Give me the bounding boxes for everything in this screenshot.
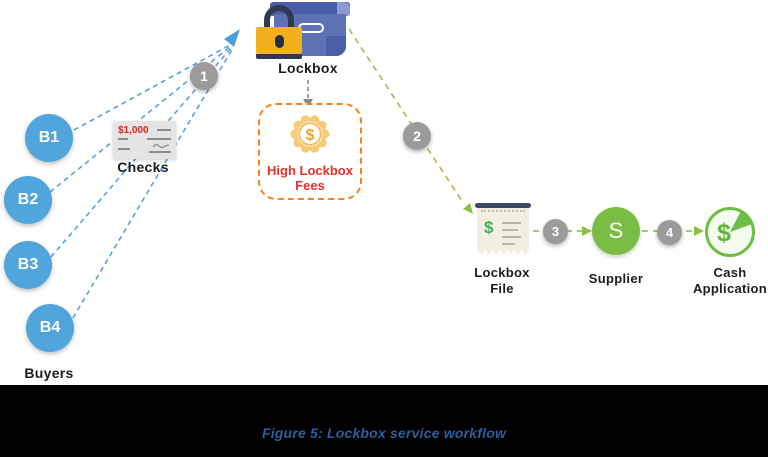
buyer-b1-line <box>73 44 231 131</box>
padlock-keyhole-icon <box>275 35 284 48</box>
cash-application-label: Cash Application <box>690 265 768 297</box>
lockbox-file-icon: $ <box>475 203 531 259</box>
badge-dollar-glyph: $ <box>306 127 315 144</box>
step2-arrowhead <box>463 203 473 214</box>
lockbox-label: Lockbox <box>278 60 338 76</box>
buyer-b4-line <box>72 47 234 319</box>
check-line <box>157 129 171 131</box>
step4-arrowhead <box>694 226 704 236</box>
high-fees-line2: Fees <box>295 178 325 193</box>
check-line <box>149 151 171 153</box>
receipt-line <box>502 236 521 238</box>
cash-application-icon: $ <box>705 207 755 257</box>
pie-wedge <box>730 211 753 232</box>
supplier-label: Supplier <box>588 271 644 286</box>
cash-application-line1: Cash <box>713 265 747 280</box>
step-3-number: 3 <box>551 224 560 239</box>
check-line <box>147 138 171 140</box>
receipt-perforation <box>481 210 525 212</box>
check-signature <box>152 144 170 149</box>
lockbox-icon <box>256 2 350 60</box>
cash-application-line2: Application <box>692 281 768 296</box>
buyer-b1-label: B1 <box>38 129 60 146</box>
check-line <box>118 148 130 150</box>
figure-caption: Figure 5: Lockbox service workflow <box>261 425 507 441</box>
step-1-number: 1 <box>200 68 208 84</box>
check-line <box>118 138 128 140</box>
step-1-badge: 1 <box>190 62 218 90</box>
receipt-line <box>502 243 515 245</box>
lockbox-shade <box>326 36 346 56</box>
step-3-badge: 3 <box>543 219 568 244</box>
blue-arrowhead <box>224 29 240 47</box>
check-amount: $1,000 <box>118 125 149 136</box>
step-4-badge: 4 <box>657 220 682 245</box>
cash-dollar-glyph: $ <box>717 219 731 247</box>
high-fees-text: High Lockbox Fees <box>250 163 370 193</box>
buyer-node-b4: B4 <box>26 304 74 352</box>
buyer-node-b1: B1 <box>25 114 73 162</box>
buyer-node-b3: B3 <box>4 241 52 289</box>
step2-line <box>348 28 465 205</box>
checks-label: Checks <box>117 159 169 175</box>
buyer-node-b2: B2 <box>4 176 52 224</box>
padlock-base <box>256 54 302 59</box>
dollar-badge-icon: $ <box>290 115 330 153</box>
step3-arrowhead <box>582 226 592 236</box>
step-4-number: 4 <box>665 225 674 240</box>
padlock-shackle-icon <box>264 5 294 35</box>
lockbox-file-label: Lockbox File <box>462 265 542 297</box>
receipt-top-bar <box>475 203 531 208</box>
buyer-b2-label: B2 <box>17 191 39 208</box>
supplier-node: S <box>592 207 640 255</box>
buyers-group-label: Buyers <box>24 365 74 381</box>
supplier-initial: S <box>608 218 624 243</box>
lockbox-file-line1: Lockbox <box>474 265 530 280</box>
check-icon: $1,000 <box>113 121 176 159</box>
receipt-dollar-glyph: $ <box>484 218 494 237</box>
high-fees-line1: High Lockbox <box>267 163 353 178</box>
buyer-b3-label: B3 <box>17 256 39 273</box>
receipt-line <box>502 222 521 224</box>
receipt-line <box>502 229 518 231</box>
caption-band <box>0 385 768 457</box>
lockbox-lid-highlight <box>337 2 350 16</box>
lockbox-file-line2: File <box>490 281 514 296</box>
step-2-number: 2 <box>413 128 421 144</box>
receipt-paper: $ <box>477 207 529 255</box>
buyer-b4-label: B4 <box>39 319 61 336</box>
step-2-badge: 2 <box>403 122 431 150</box>
